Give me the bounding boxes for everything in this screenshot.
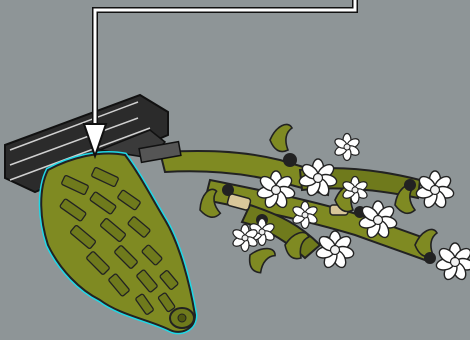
arm-assembly[interactable]: [160, 124, 470, 281]
drill-head[interactable]: [41, 153, 195, 331]
